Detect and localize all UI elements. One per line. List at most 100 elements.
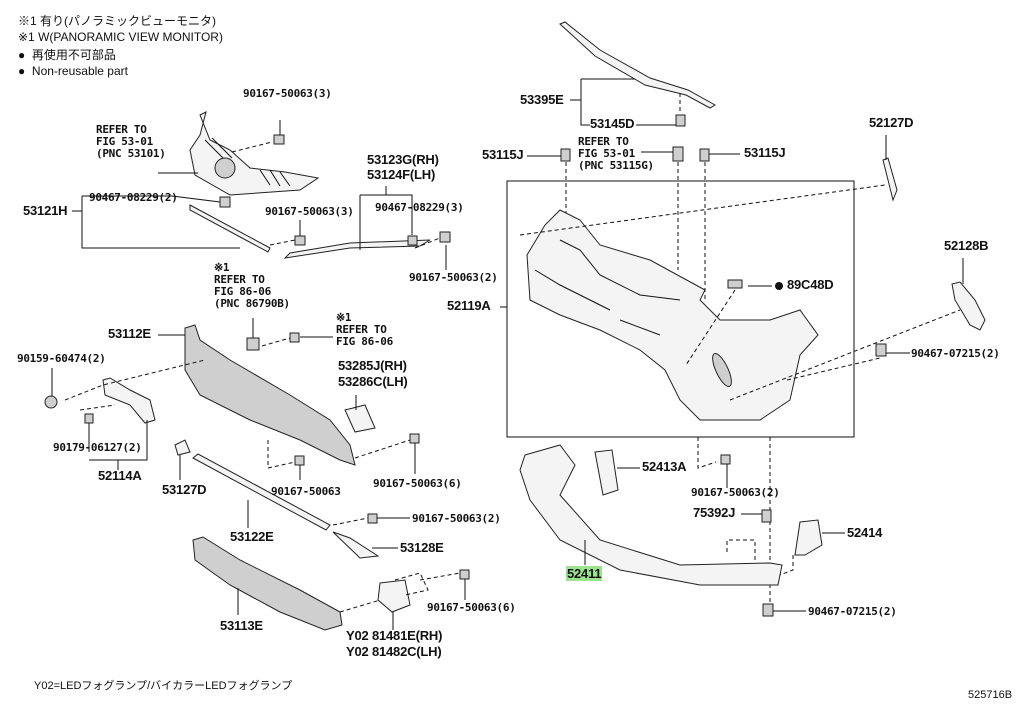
label-53121H: 53121H [23, 203, 68, 218]
camera-bracket-icon [246, 337, 260, 351]
screw-icon [294, 455, 305, 466]
label-90167-50063: 90167-50063 [271, 485, 341, 498]
label-53128E: 53128E [400, 540, 444, 555]
label-52414: 52414 [847, 525, 883, 540]
spoiler-bracket-part[interactable] [594, 449, 619, 496]
label-52119A: 52119A [447, 298, 491, 313]
sensor-bracket-icon [727, 279, 743, 289]
corner-bracket-part[interactable] [794, 519, 823, 556]
upper-grille-part[interactable] [189, 111, 320, 196]
label-53115J-left: 53115J [482, 147, 524, 162]
figure-id: 525716B [968, 689, 1013, 701]
bullet-icon: ● [18, 64, 26, 78]
end-trim-part[interactable] [332, 531, 380, 559]
label-53127D: 53127D [162, 482, 207, 497]
screw-icon [367, 513, 378, 524]
upper-molding-part[interactable] [559, 21, 716, 109]
screw-icon [459, 569, 470, 580]
screw-icon [439, 231, 451, 243]
label-53123G-rh: 53123G(RH) [367, 152, 439, 167]
label-y02-81481e-rh: Y02 81481E(RH) [346, 628, 443, 643]
side-retainer-part[interactable] [951, 281, 986, 331]
label-52413A: 52413A [642, 459, 687, 474]
label-90467-08229-3: 90467-08229(3) [375, 201, 464, 214]
label-53113E: 53113E [220, 618, 263, 633]
clip-icon [875, 343, 887, 357]
bullet-icon: ● [18, 48, 26, 62]
label-refer-53115g-l3: (PNC 53115G) [578, 159, 654, 172]
fog-bezel-part[interactable] [377, 579, 411, 613]
screw-icon [294, 235, 306, 246]
label-53395E: 53395E [520, 92, 564, 107]
label-89C48D: 89C48D [787, 277, 834, 292]
legend-note-en: ※1 W(PANORAMIC VIEW MONITOR) [18, 30, 223, 44]
label-52128B: 52128B [944, 238, 989, 253]
label-refer-53115g-l1: REFER TO [578, 135, 629, 148]
label-90167-50063-2-b: 90167-50063(2) [412, 512, 501, 525]
label-refer-86790b-l3: FIG 86-06 [214, 285, 271, 298]
label-90167-50063-6-a: 90167-50063(6) [373, 477, 462, 490]
nut-icon [84, 413, 94, 424]
label-52114A: 52114A [98, 468, 142, 483]
bolt-icon [44, 395, 58, 409]
label-90167-50063-2-a: 90167-50063(2) [409, 271, 498, 284]
label-53285J-rh: 53285J(RH) [338, 358, 407, 373]
highlighted-part-number[interactable]: 52411 [566, 566, 603, 581]
legend-note-jp: ※1 有り(パノラミックビューモニタ) [18, 14, 217, 28]
side-molding-part[interactable] [283, 239, 431, 259]
label-90467-07215-2-b: 90467-07215(2) [808, 605, 897, 618]
label-53145D: 53145D [590, 116, 635, 131]
label-refer-86790b-l4: (PNC 86790B) [214, 297, 290, 310]
bumper-cover-frame [506, 180, 855, 438]
bracket-part[interactable] [102, 377, 156, 424]
label-refer-53101-l3: (PNC 53101) [96, 147, 166, 160]
clip-icon [675, 114, 686, 127]
fog-lamp-note: Y02=LEDフォグランプ/バイカラーLEDフォグランプ [34, 680, 293, 692]
label-y02-81482c-lh: Y02 81482C(LH) [346, 644, 442, 659]
clip-icon [560, 148, 571, 162]
label-90467-08229-2: 90467-08229(2) [89, 191, 178, 204]
label-refer-8606-l1: ※1 [336, 311, 352, 324]
label-52127D: 52127D [869, 115, 914, 130]
legend-nonreusable-jp: ● 再使用不可部品 [18, 48, 116, 63]
label-90467-07215-2-a: 90467-07215(2) [911, 347, 1000, 360]
side-bracket-part[interactable] [882, 157, 898, 202]
clip-icon [761, 509, 772, 523]
label-refer-53101-l2: FIG 53-01 [96, 135, 153, 148]
camera-cover-part[interactable] [344, 404, 376, 433]
label-53115J-right: 53115J [744, 145, 786, 160]
lower-grille-part[interactable] [192, 536, 343, 631]
label-52411[interactable]: 52411 [566, 566, 603, 581]
label-90167-50063-3-top: 90167-50063(3) [243, 87, 332, 100]
chrome-strip-part[interactable] [192, 453, 331, 531]
bumper-cover-part[interactable] [526, 209, 819, 421]
label-90179-06127-2: 90179-06127(2) [53, 441, 142, 454]
label-53286C-lh: 53286C(LH) [338, 374, 408, 389]
label-90167-50063-3-mid: 90167-50063(3) [265, 205, 354, 218]
label-53112E: 53112E [108, 326, 151, 341]
clip-icon [699, 148, 710, 162]
label-refer-8606-l3: FIG 86-06 [336, 335, 393, 348]
label-refer-8606-l2: REFER TO [336, 323, 387, 336]
nonreusable-en-text: Non-reusable part [31, 64, 128, 78]
end-cap-part[interactable] [174, 439, 191, 456]
label-90167-50063-2-c: 90167-50063(2) [691, 486, 780, 499]
nut-icon [407, 235, 418, 246]
label-refer-86790b-l1: ※1 [214, 261, 230, 274]
screw-icon [289, 332, 300, 343]
label-refer-53115g-l2: FIG 53-01 [578, 147, 635, 160]
label-75392J: 75392J [693, 505, 736, 520]
middle-grille-part[interactable] [184, 324, 356, 466]
label-90167-50063-6-b: 90167-50063(6) [427, 601, 516, 614]
nonreusable-dot-icon [775, 282, 783, 290]
label-refer-53101-l1: REFER TO [96, 123, 147, 136]
clip-icon [672, 146, 684, 162]
label-53122E: 53122E [230, 529, 274, 544]
label-53124F-lh: 53124F(LH) [367, 167, 436, 182]
lower-molding-part[interactable] [189, 204, 271, 253]
screw-icon [273, 134, 285, 145]
label-90159-60474-2: 90159-60474(2) [17, 352, 106, 365]
nonreusable-jp-text: 再使用不可部品 [31, 48, 116, 62]
screw-icon [720, 454, 731, 465]
